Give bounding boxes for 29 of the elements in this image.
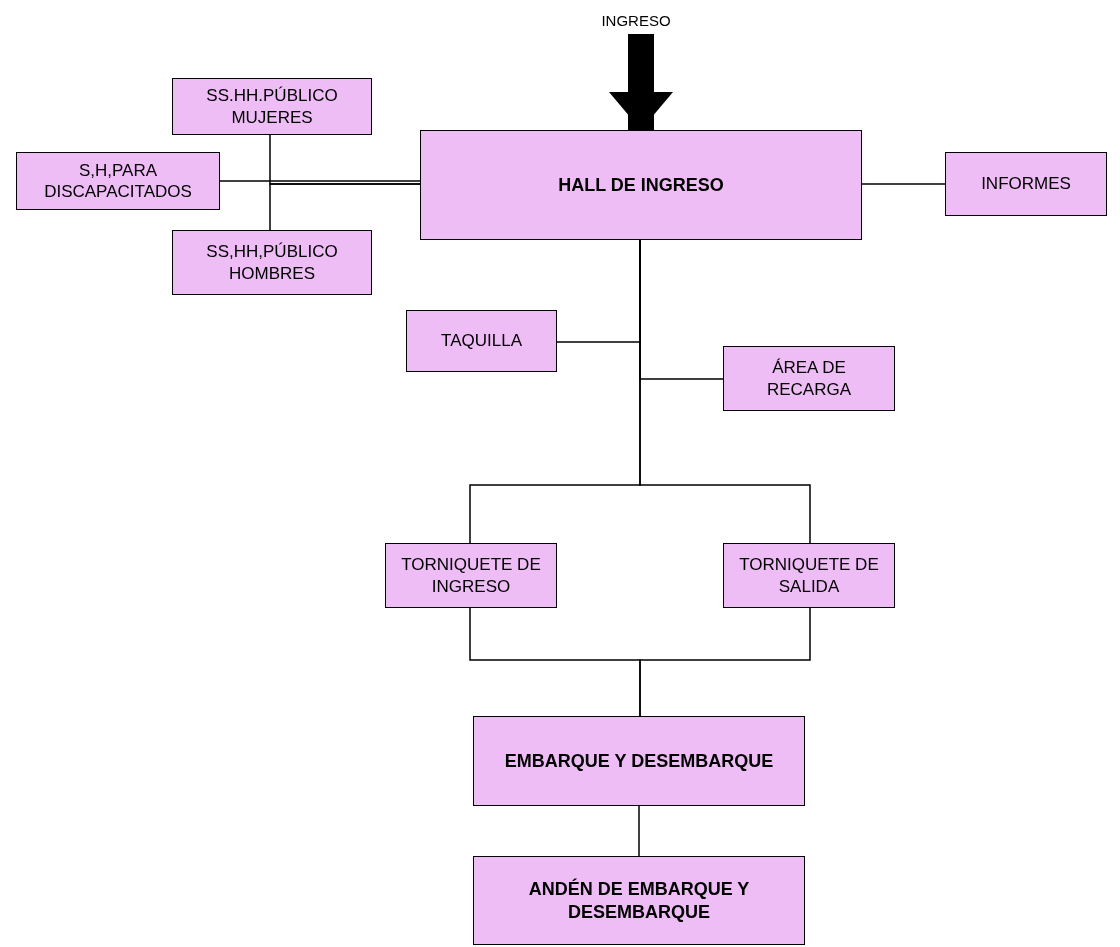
room-label: TORNIQUETE DE SALIDA [738, 554, 880, 597]
room-box [420, 130, 862, 240]
room-label: HALL DE INGRESO [558, 173, 724, 197]
block-arrow [609, 34, 673, 130]
room-label: SS.HH.PÚBLICO MUJERES [205, 85, 339, 128]
room-box [385, 543, 557, 608]
room-label: EMBARQUE Y DESEMBARQUE [504, 749, 774, 773]
room-label: TORNIQUETE DE INGRESO [400, 554, 542, 597]
room-box [473, 716, 805, 806]
room-box [172, 230, 372, 295]
room-label: TAQUILLA [441, 330, 522, 352]
room-box [723, 346, 895, 411]
room-box [473, 856, 805, 945]
room-box [406, 310, 557, 372]
room-box [723, 543, 895, 608]
room-label: S,H,PARA DISCAPACITADOS [43, 159, 193, 203]
connector-line [861, 183, 946, 185]
connector-line [638, 805, 640, 857]
connector-line [219, 180, 421, 182]
room-label: ANDÉN DE EMBARQUE Y DESEMBARQUE [527, 878, 751, 923]
connector-line [269, 183, 421, 231]
room-box [945, 152, 1107, 216]
room-box [172, 78, 372, 135]
room-box [16, 152, 220, 210]
room-label: INFORMES [981, 173, 1071, 195]
room-label: ÁREA DE RECARGA [765, 357, 853, 400]
connector-line [639, 607, 811, 717]
entrance-label: INGRESO [601, 11, 671, 31]
room-label: SS,HH,PÚBLICO HOMBRES [205, 241, 339, 284]
